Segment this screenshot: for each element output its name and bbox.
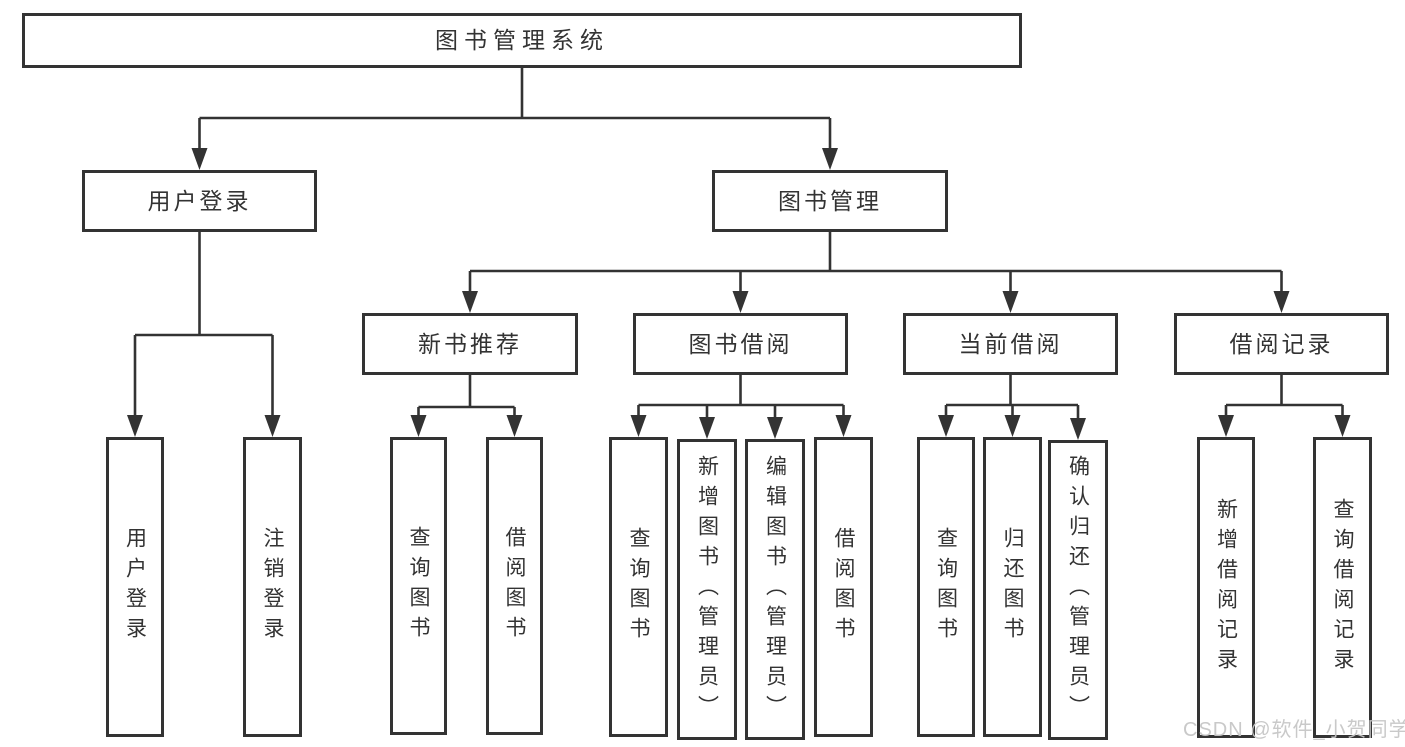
node-borrow-records: 借阅记录	[1174, 313, 1389, 375]
arrow-down-icon	[1002, 291, 1019, 313]
node-new-book-recommend: 新书推荐	[362, 313, 578, 375]
arrow-down-icon	[630, 415, 647, 437]
arrow-down-icon	[127, 415, 143, 437]
node-borrowing-add-books-admin: 新增图书（管理员）	[677, 439, 737, 740]
node-current-confirm-return-admin: 确认归还（管理员）	[1048, 440, 1108, 740]
arrow-down-icon	[1218, 415, 1234, 437]
node-borrowing-query-books: 查询图书	[609, 437, 668, 737]
arrow-down-icon	[699, 417, 715, 439]
node-user-login: 用户登录	[82, 170, 317, 232]
arrow-down-icon	[1004, 415, 1021, 437]
node-library-management-system: 图书管理系统	[22, 13, 1022, 68]
arrow-down-icon	[264, 415, 281, 437]
node-newbooks-borrow-books: 借阅图书	[486, 437, 543, 735]
arrow-down-icon	[506, 415, 523, 437]
node-newbooks-query-books: 查询图书	[390, 437, 447, 735]
node-book-borrowing: 图书借阅	[633, 313, 848, 375]
arrow-down-icon	[410, 415, 427, 437]
arrowheads	[127, 148, 1351, 440]
node-login: 用户登录	[106, 437, 164, 737]
arrow-down-icon	[732, 291, 749, 313]
node-current-return-books: 归还图书	[983, 437, 1042, 737]
arrow-down-icon	[462, 291, 478, 313]
node-records-add-record: 新增借阅记录	[1197, 437, 1255, 738]
arrow-down-icon	[822, 148, 838, 170]
arrow-down-icon	[191, 148, 208, 170]
node-borrowing-borrow-books: 借阅图书	[814, 437, 873, 737]
arrow-down-icon	[938, 415, 954, 437]
node-logout: 注销登录	[243, 437, 302, 737]
node-current-query-books: 查询图书	[917, 437, 975, 737]
arrow-down-icon	[835, 415, 852, 437]
watermark-csdn: CSDN @软件_小贺同学	[1183, 719, 1405, 741]
arrow-down-icon	[767, 417, 783, 439]
arrow-down-icon	[1273, 291, 1290, 313]
node-records-query-record: 查询借阅记录	[1313, 437, 1372, 738]
arrow-down-icon	[1334, 415, 1351, 437]
node-borrowing-edit-books-admin: 编辑图书（管理员）	[745, 439, 805, 740]
node-book-management: 图书管理	[712, 170, 948, 232]
arrow-down-icon	[1070, 418, 1086, 440]
node-current-borrowing: 当前借阅	[903, 313, 1118, 375]
